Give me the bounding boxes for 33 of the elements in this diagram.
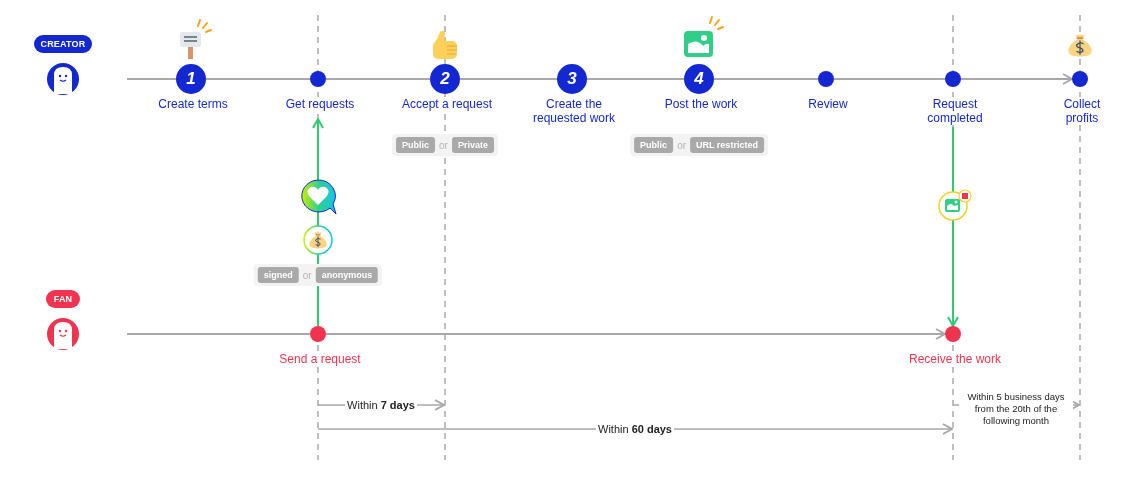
arrow: [960, 73, 1073, 85]
step-number-circle: 2: [430, 64, 460, 94]
arrow: [325, 328, 946, 340]
role-badge: FAN: [46, 290, 80, 308]
duration-label: Within 5 business days from the 20th of the following month: [959, 391, 1073, 427]
option-tag: Public: [396, 137, 436, 153]
connector-line: [126, 78, 177, 80]
step-number-circle: 4: [684, 64, 714, 94]
duration-label: Within 60 days: [596, 422, 674, 436]
circle-marker: [945, 326, 961, 342]
connector-line: [205, 78, 311, 80]
connector-line: [833, 78, 946, 80]
option-tag: Private: [451, 137, 494, 153]
option-tag: anonymous: [315, 267, 379, 283]
connector-line: [126, 333, 311, 335]
connector-line: [459, 78, 558, 80]
option-tag: Public: [634, 137, 674, 153]
step-number-circle: 3: [557, 64, 587, 94]
option-tag: signed: [257, 267, 299, 283]
connector-line: [713, 78, 819, 80]
connector-line: [586, 78, 685, 80]
duration-label: Within 7 days: [345, 398, 417, 412]
circle-marker: [1072, 71, 1088, 87]
circle-marker: [818, 71, 834, 87]
circle-marker: [310, 326, 326, 342]
connector-line: [325, 78, 431, 80]
step-number-circle: 1: [176, 64, 206, 94]
circle-marker: [945, 71, 961, 87]
arrow: [947, 126, 959, 327]
or-text: or: [302, 269, 312, 281]
option-tag: URL restricted: [690, 137, 764, 153]
role-badge: CREATOR: [34, 35, 92, 53]
circle-marker: [310, 71, 326, 87]
